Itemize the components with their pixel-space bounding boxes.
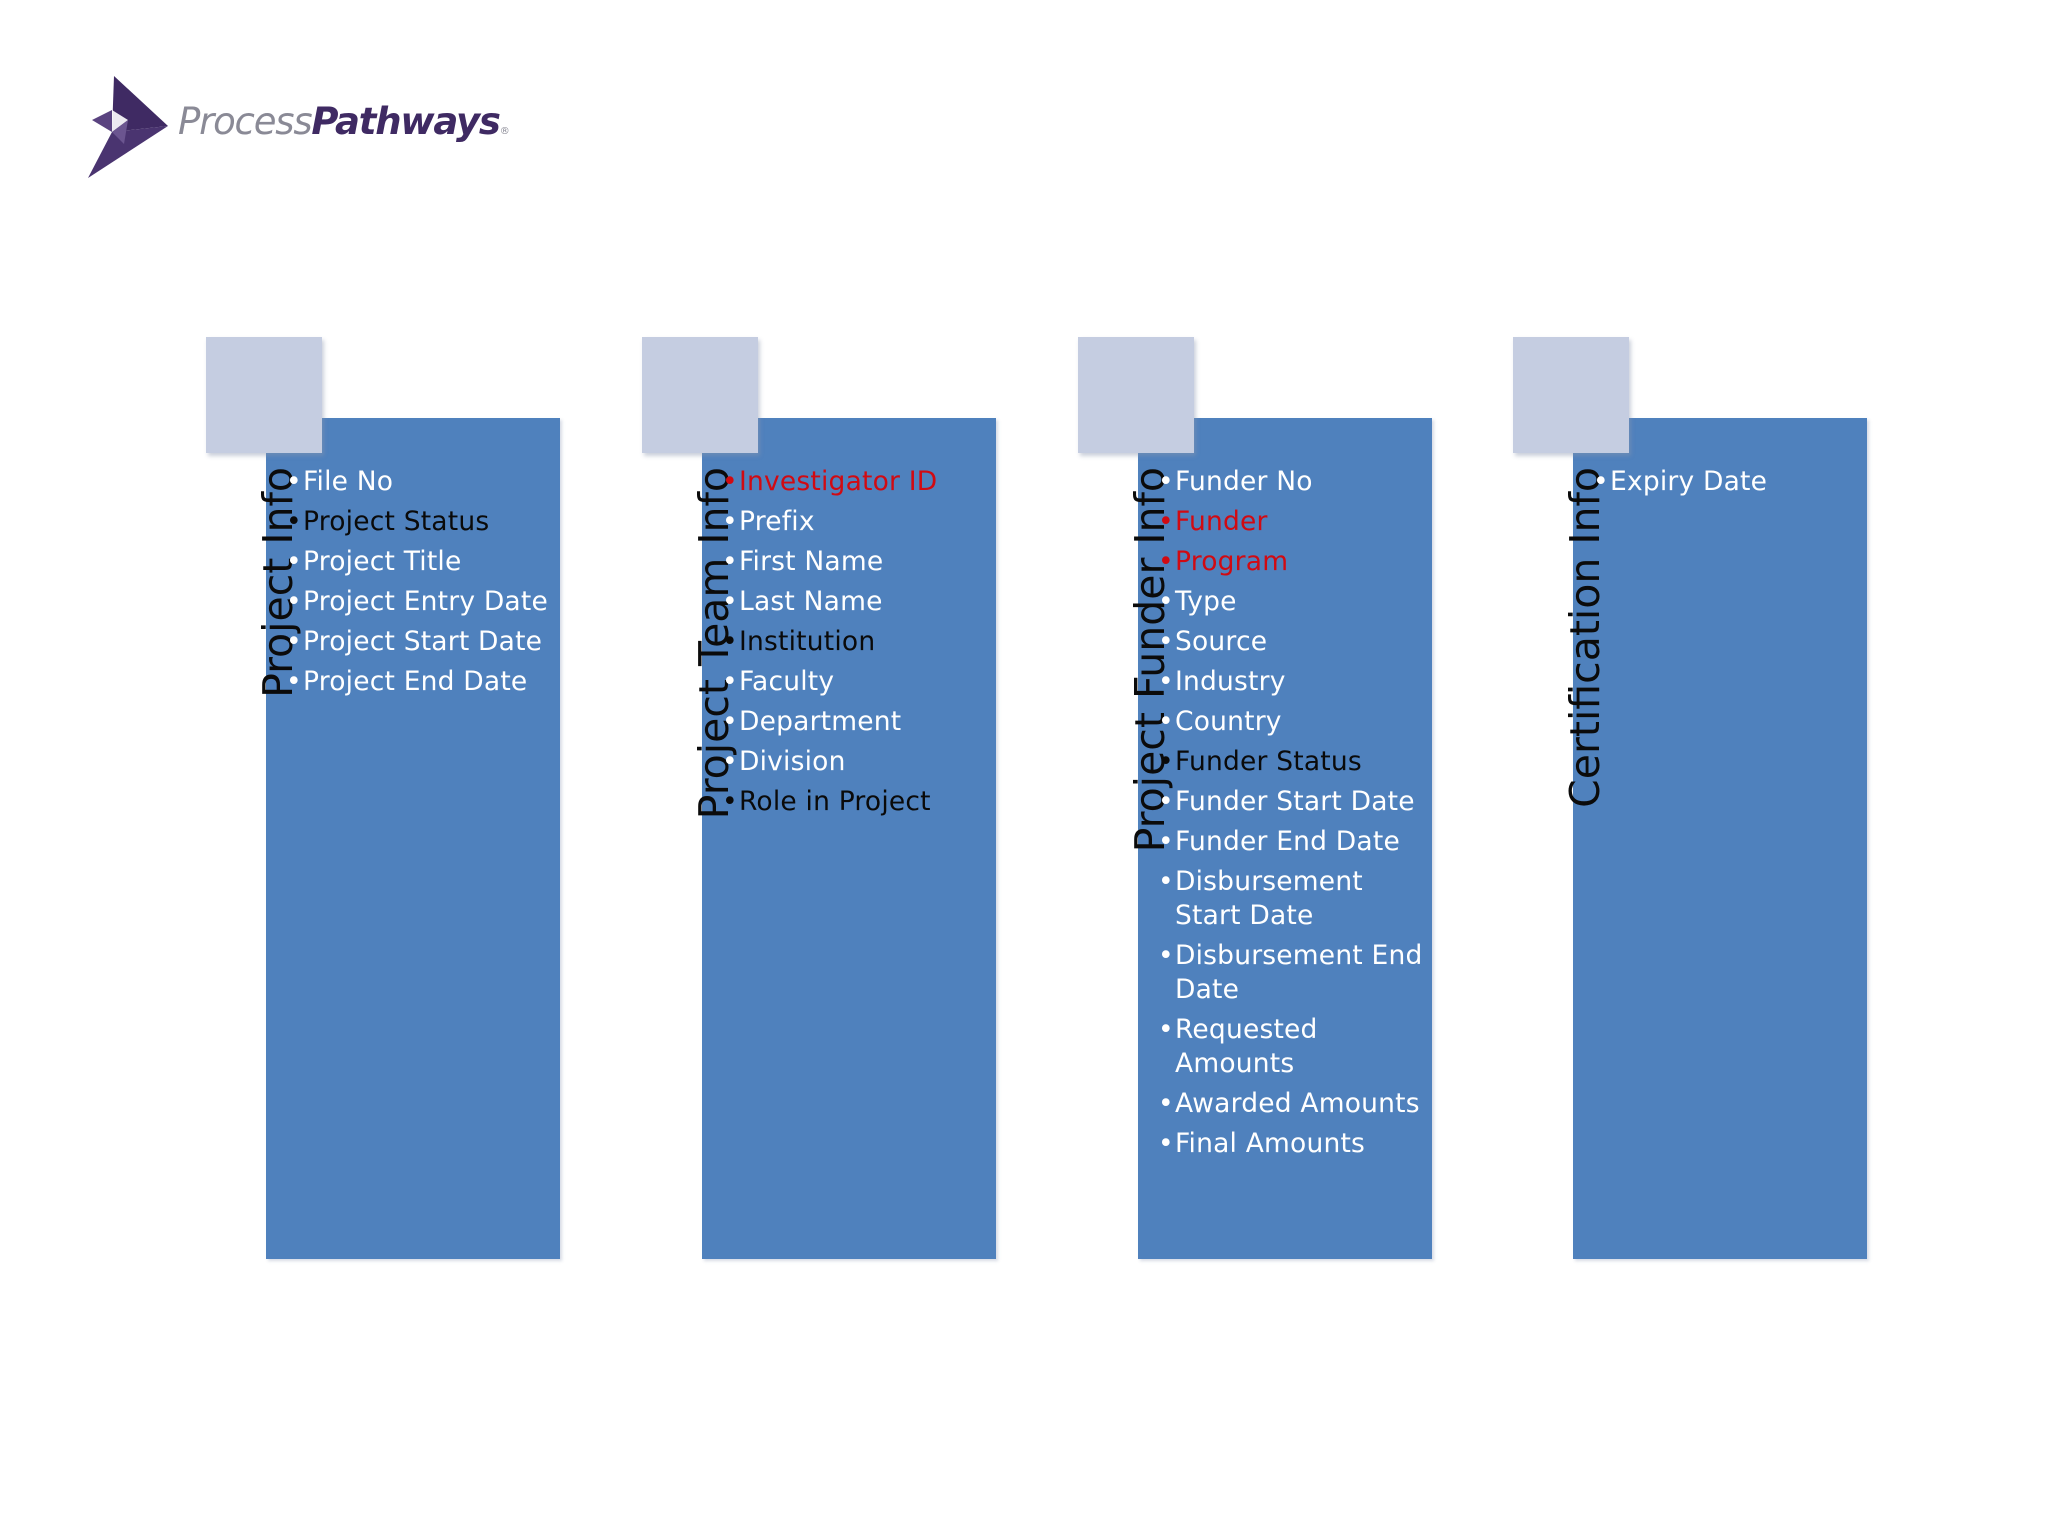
field-item: Funder End Date: [1158, 825, 1424, 859]
field-item: Project Start Date: [286, 625, 552, 659]
process-pathways-logo: ProcessPathways®: [88, 74, 518, 184]
accent-square: [206, 337, 322, 453]
accent-square: [1078, 337, 1194, 453]
accent-square: [642, 337, 758, 453]
field-item: Last Name: [722, 585, 988, 619]
column-title: Project Funder Info: [1078, 467, 1174, 1067]
field-item: Requested Amounts: [1158, 1013, 1424, 1081]
field-item: Disbursement End Date: [1158, 939, 1424, 1007]
column-title: Project Info: [206, 467, 302, 1067]
field-list: Expiry Date: [1593, 465, 1859, 505]
field-item: Faculty: [722, 665, 988, 699]
field-item: Project Entry Date: [286, 585, 552, 619]
field-item: Funder Status: [1158, 745, 1424, 779]
logo-registered-mark: ®: [499, 126, 510, 137]
field-item: Industry: [1158, 665, 1424, 699]
field-list: Investigator ID PrefixFirst NameLast Name…: [722, 465, 988, 825]
column-project-funder-info: Project Funder Info Funder No FunderProgr…: [1078, 337, 1504, 1259]
field-item: Project Status: [286, 505, 552, 539]
field-item: Department: [722, 705, 988, 739]
field-item: Funder Start Date: [1158, 785, 1424, 819]
field-item: Expiry Date: [1593, 465, 1859, 499]
column-title-text: Certification Info: [1561, 467, 1609, 808]
field-item: Country: [1158, 705, 1424, 739]
field-list: File No Project StatusProject TitleProjec…: [286, 465, 552, 705]
accent-square: [1513, 337, 1629, 453]
field-item: Project Title: [286, 545, 552, 579]
column-panel: [1573, 418, 1867, 1259]
field-item: Institution: [722, 625, 988, 659]
field-item: Awarded Amounts: [1158, 1087, 1424, 1121]
field-item: Project End Date: [286, 665, 552, 699]
logo-arrow-icon: [88, 76, 168, 178]
field-item: Division: [722, 745, 988, 779]
field-item: First Name: [722, 545, 988, 579]
field-list: Funder No FunderProgramTypeSourceIndustry…: [1158, 465, 1424, 1167]
field-item: Final Amounts: [1158, 1127, 1424, 1161]
field-item: Investigator ID: [722, 465, 988, 499]
logo-text-bold: Pathways: [311, 100, 501, 143]
column-project-info: Project Info File No Project StatusProjec…: [206, 337, 632, 1259]
logo-text-regular: Process: [178, 100, 313, 143]
column-title: Project Team Info: [642, 467, 738, 1067]
column-title: Certification Info: [1513, 467, 1609, 1067]
field-item: Funder No: [1158, 465, 1424, 499]
field-item: Type: [1158, 585, 1424, 619]
field-item: File No: [286, 465, 552, 499]
field-item: Disbursement Start Date: [1158, 865, 1424, 933]
field-item: Source: [1158, 625, 1424, 659]
field-item: Funder: [1158, 505, 1424, 539]
field-item: Program: [1158, 545, 1424, 579]
column-project-team-info: Project Team Info Investigator ID PrefixF…: [642, 337, 1068, 1259]
logo-wordmark: ProcessPathways®: [178, 100, 510, 143]
field-item: Prefix: [722, 505, 988, 539]
field-item: Role in Project: [722, 785, 988, 819]
column-certification-info: Certification Info Expiry Date: [1513, 337, 1939, 1259]
